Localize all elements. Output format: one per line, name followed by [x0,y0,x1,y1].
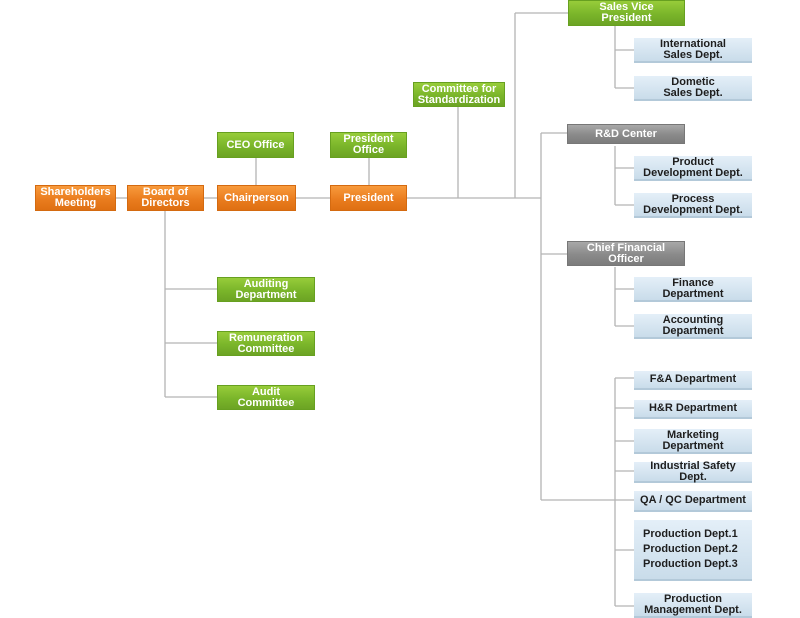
remuneration-committee-box: Remuneration Committee [217,331,315,356]
international-sales-box: International Sales Dept. [634,37,752,63]
accounting-department-box: Accounting Department [634,313,752,339]
president-office-box: President Office [330,132,407,158]
chief-financial-officer-box: Chief Financial Officer [567,241,685,266]
audit-committee-box: Audit Committee [217,385,315,410]
chairperson-box: Chairperson [217,185,296,211]
rnd-center-box: R&D Center [567,124,685,144]
president-box: President [330,185,407,211]
committee-standardization-box: Committee for Standardization [413,82,505,107]
shareholders-meeting-box: Shareholders Meeting [35,185,116,211]
product-development-box: Product Development Dept. [634,155,752,181]
production-management-box: Production Management Dept. [634,592,752,618]
marketing-department-box: Marketing Department [634,428,752,454]
auditing-department-box: Auditing Department [217,277,315,302]
board-of-directors-box: Board of Directors [127,185,204,211]
finance-department-box: Finance Department [634,276,752,302]
fa-department-box: F&A Department [634,370,752,390]
production-departments-box: Production Dept.1 Production Dept.2 Prod… [634,519,752,581]
ceo-office-box: CEO Office [217,132,294,158]
domestic-sales-box: Dometic Sales Dept. [634,75,752,101]
sales-vice-president-box: Sales Vice President [568,0,685,26]
industrial-safety-box: Industrial Safety Dept. [634,460,752,483]
hr-department-box: H&R Department [634,399,752,419]
qa-qc-department-box: QA / QC Department [634,490,752,512]
process-development-box: Process Development Dept. [634,192,752,218]
